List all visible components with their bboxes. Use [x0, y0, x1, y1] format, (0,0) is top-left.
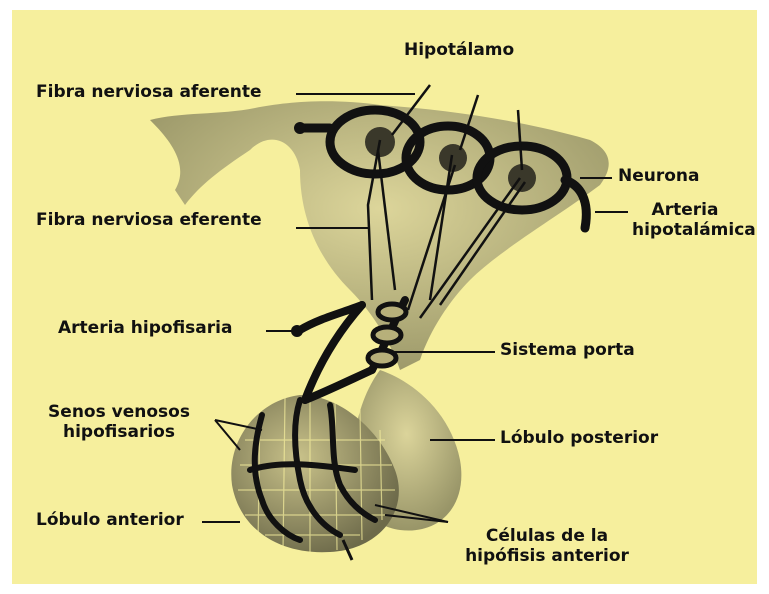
label-fibra-aferente: Fibra nerviosa aferente [36, 82, 262, 102]
label-arteria-hipofisaria: Arteria hipofisaria [58, 318, 232, 338]
label-lobulo-anterior: Lóbulo anterior [36, 510, 184, 530]
label-neurona: Neurona [618, 166, 700, 186]
label-senos-line2: hipofisarios [34, 422, 204, 442]
label-lobulo-posterior: Lóbulo posterior [500, 428, 658, 448]
label-arteria-hipotalamica-line2: hipotalámica [632, 220, 738, 240]
label-arteria-hipotalamica-line1: Arteria [632, 200, 738, 220]
label-senos-line1: Senos venosos [34, 402, 204, 422]
label-celulas-line2: hipófisis anterior [452, 546, 642, 566]
label-celulas-line1: Células de la [452, 526, 642, 546]
label-celulas-hipofisis: Células de la hipófisis anterior [452, 526, 642, 566]
label-arteria-hipotalamica: Arteria hipotalámica [632, 200, 738, 240]
label-fibra-eferente: Fibra nerviosa eferente [36, 210, 262, 230]
label-hipotalamo: Hipotálamo [404, 40, 514, 60]
label-senos-venosos: Senos venosos hipofisarios [34, 402, 204, 442]
label-sistema-porta: Sistema porta [500, 340, 635, 360]
hypophyseal-artery-end [291, 325, 303, 337]
afferent-vessel-end [294, 122, 306, 134]
